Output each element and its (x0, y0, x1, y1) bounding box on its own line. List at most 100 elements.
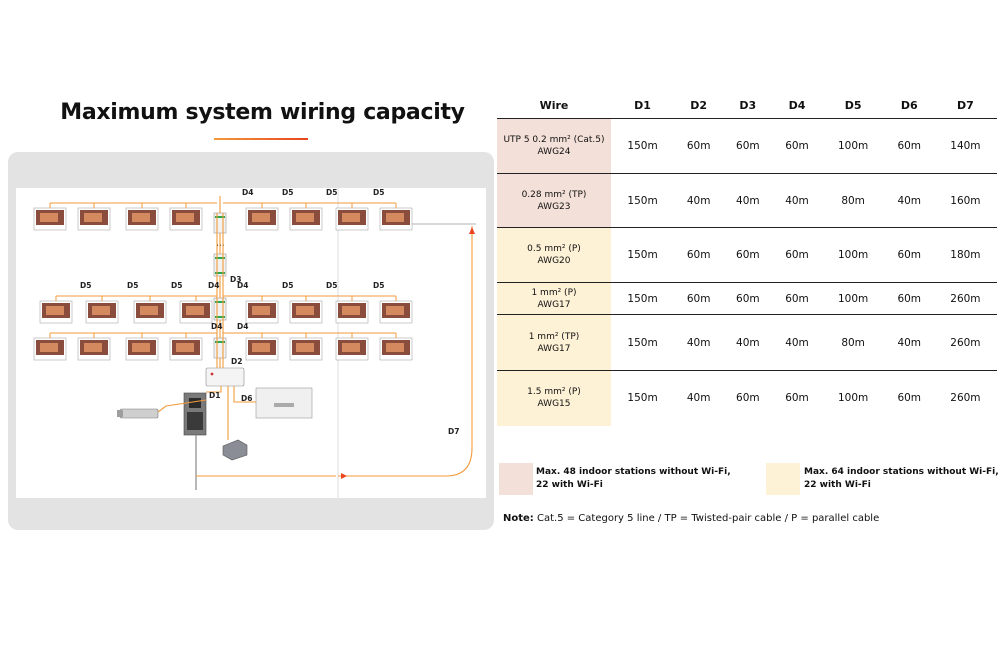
wire-spec: 0.28 mm² (TP) (521, 189, 587, 200)
wire-spec: UTP 5 0.2 mm² (Cat.5) (503, 135, 605, 145)
column-header-d2: D2 (674, 92, 724, 119)
label-mid-3: D5 (171, 281, 182, 290)
wire-type-cell: UTP 5 0.2 mm² (Cat.5) AWG24 (497, 118, 611, 174)
distance-cell-d2: 40m (686, 392, 711, 405)
monitor-screen-image (176, 213, 194, 222)
title-underline (214, 138, 308, 140)
monitor-screen-image (386, 306, 404, 315)
distance-cell-d1: 150m (611, 173, 675, 228)
outdoor-station-camera (189, 398, 201, 408)
monitor-screen-image (342, 306, 360, 315)
label-mid-6: D5 (282, 281, 293, 290)
wire-spec: 0.5 mm² (P) (527, 244, 581, 254)
monitor-screen-image (342, 213, 360, 222)
distance-cell-d6: 40m (884, 314, 934, 371)
distributor-leds (215, 216, 225, 343)
wire-type-cell: 0.5 mm² (P) AWG20 (497, 227, 611, 283)
label-d2: D2 (231, 357, 242, 366)
wire-type-cell: 1.5 mm² (P)AWG15 (497, 370, 611, 426)
distance-cell-d4: 60m (772, 227, 822, 283)
distance-cell-d5: 80m (821, 173, 885, 228)
label-d6: D6 (241, 394, 252, 403)
distance-cell-d3: 60m (736, 392, 760, 405)
monitor-screen-image (92, 306, 110, 315)
distance-cell-d2: 40m (674, 314, 724, 371)
label-mid-7: D5 (326, 281, 337, 290)
monitor-screen-image (40, 343, 58, 352)
distance-cell-d7: 140m (933, 118, 997, 174)
monitor-screen-image (342, 343, 360, 352)
column-header-d4: D4 (772, 92, 822, 119)
wiring-diagram: ... (33, 188, 476, 498)
table-header-row: Wire D1 D2 D3 D4 D5 D6 D7 (497, 92, 997, 119)
distance-cell-d7: 260m (933, 314, 997, 371)
distance-cell-d6: 60m (884, 282, 934, 315)
wire-arrow-up (469, 227, 475, 234)
label-top-3: D5 (326, 188, 337, 197)
door-lock-icon (119, 408, 159, 419)
label-mid-2: D5 (127, 281, 138, 290)
distance-cell-d2: 60m (674, 118, 724, 174)
label-mid-4: D4 (208, 281, 219, 290)
column-header-d6: D6 (884, 92, 934, 119)
label-mid-1: D5 (80, 281, 91, 290)
label-top-2: D5 (282, 188, 293, 197)
monitor-screen-image (176, 343, 194, 352)
monitor-screen-image (84, 213, 102, 222)
wire-gauge: AWG17 (537, 343, 571, 354)
monitor-screen-image (186, 306, 204, 315)
wire-gauge: AWG15 (537, 399, 571, 410)
distance-cell-d1: 150m (627, 392, 658, 405)
distance-cell-d1: 150m (611, 282, 675, 315)
label-mid-8: D5 (373, 281, 384, 290)
monitor-screen-image (386, 213, 404, 222)
distance-cell-d5: 100m (821, 118, 885, 174)
monitor-screen-image (46, 306, 64, 315)
distance-cell-d1: 150m (611, 227, 675, 283)
distance-cell-d6: 60m (884, 118, 934, 174)
column-header-d3: D3 (723, 92, 773, 119)
label-top-4: D5 (373, 188, 384, 197)
distance-cell-d7: 260m (950, 392, 981, 405)
wire-gauge: AWG20 (537, 256, 571, 266)
wire-gauge: AWG24 (537, 147, 571, 157)
distance-cell-d5: 100m (821, 282, 885, 315)
label-d4-left: D4 (211, 322, 222, 331)
distance-cell-d5: 100m (821, 227, 885, 283)
monitor-screen-image (40, 213, 58, 222)
backbone-wires (157, 196, 473, 477)
monitor-screen-image (140, 306, 158, 315)
wire-type-cell: 0.28 mm² (TP)AWG23 (497, 173, 611, 228)
legend-pink-text: Max. 48 indoor stations without Wi-Fi, 2… (536, 467, 731, 490)
distance-cell-d4: 60m (772, 282, 822, 315)
distance-cell-d2: 60m (674, 282, 724, 315)
distance-cell-d4: 60m (772, 118, 822, 174)
distance-cell-d3: 40m (723, 173, 773, 228)
column-header-d1: D1 (611, 92, 675, 119)
legend-cream-swatch (766, 463, 800, 495)
footnote: Note: Cat.5 = Category 5 line / TP = Twi… (503, 513, 879, 524)
monitor-screen-image (132, 343, 150, 352)
distance-cell-d1: 150m (611, 118, 675, 174)
monitor-screen-image (296, 306, 314, 315)
expansion-unit-slot (274, 403, 294, 407)
wiring-diagram-panel: ... (8, 152, 494, 530)
power-supply-icon (222, 439, 248, 461)
label-d1: D1 (209, 391, 220, 400)
monitor-screen-image (252, 306, 270, 315)
column-header-wire: Wire (497, 92, 611, 119)
distance-cell-d3: 60m (723, 227, 773, 283)
distance-cell-d5: 80m (821, 314, 885, 371)
label-top-1: D4 (242, 188, 253, 197)
label-mid-5: D4 (237, 281, 248, 290)
controller-status-light (210, 372, 214, 376)
monitor-screen-image (132, 213, 150, 222)
distance-cell-d6: 60m (897, 392, 922, 405)
expansion-unit (255, 387, 313, 419)
distance-cell-d5: 100m (837, 392, 869, 405)
wire-type-cell: 1 mm² (P)AWG17 (497, 282, 611, 315)
wire-spec: 1 mm² (P) (531, 287, 577, 298)
